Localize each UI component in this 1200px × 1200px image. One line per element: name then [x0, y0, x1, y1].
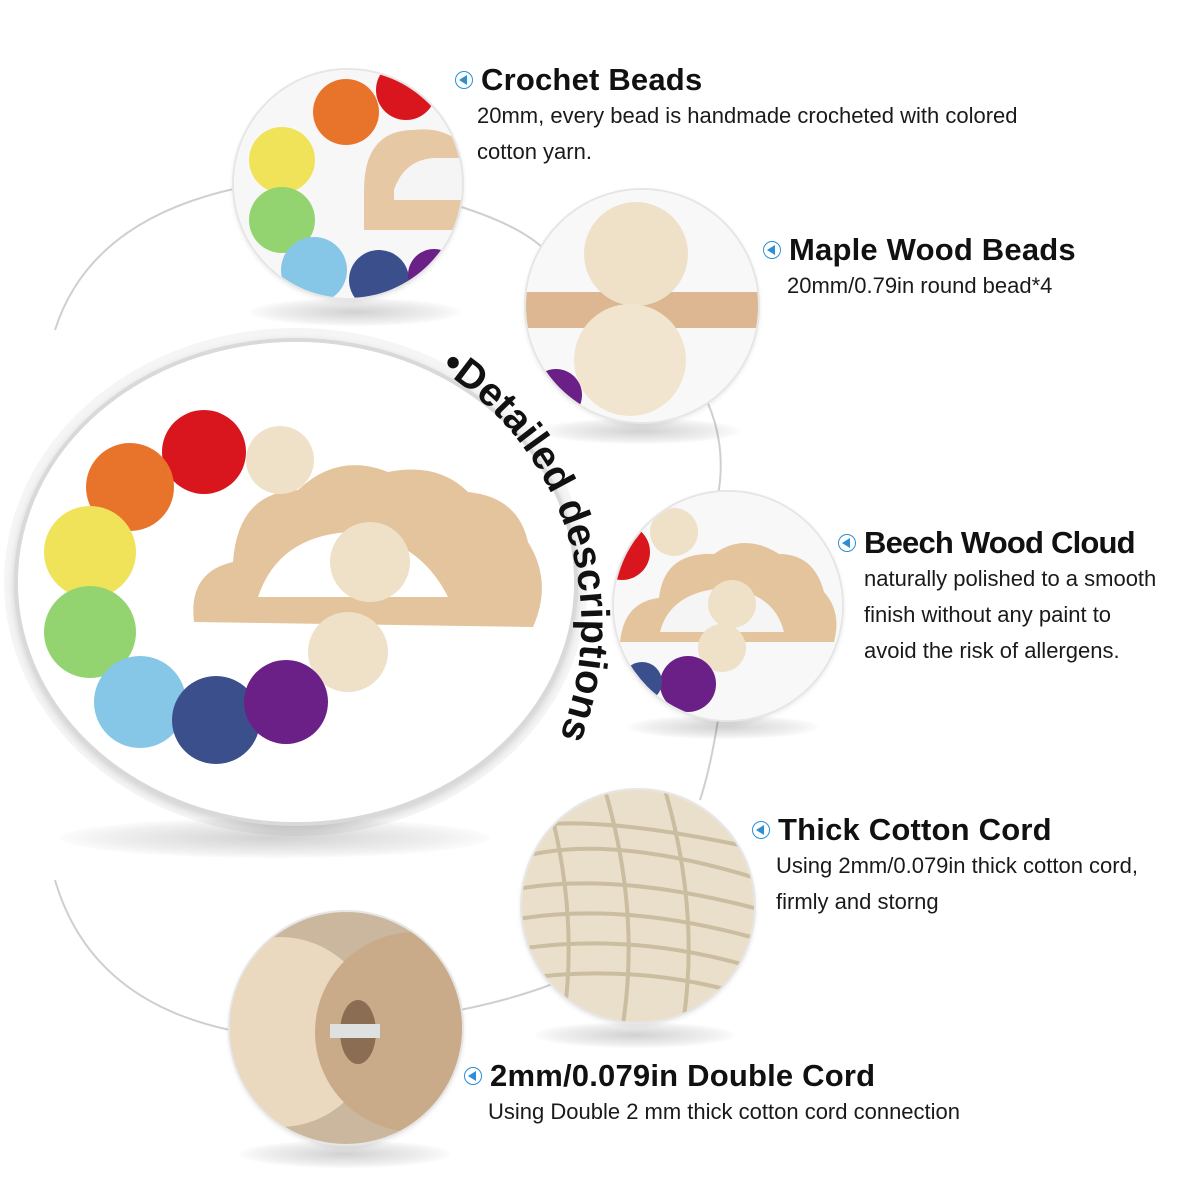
desc-line: Using 2mm/0.079in thick cotton cord,: [776, 853, 1138, 878]
feature-title: Maple Wood Beads: [763, 232, 1076, 268]
crochet-beads-photo: [232, 68, 464, 300]
feature-beech-wood-cloud: Beech Wood Cloud naturally polished to a…: [838, 525, 1156, 669]
feature-title: Thick Cotton Cord: [752, 812, 1138, 848]
feature-description: Using Double 2 mm thick cotton cord conn…: [488, 1094, 960, 1130]
feature-title: Beech Wood Cloud: [838, 525, 1156, 561]
feature-maple-wood-beads: Maple Wood Beads 20mm/0.79in round bead*…: [763, 232, 1076, 304]
feature-description: Using 2mm/0.079in thick cotton cord, fir…: [776, 848, 1138, 920]
feature-title-text: 2mm/0.079in Double Cord: [490, 1058, 876, 1093]
arrow-left-icon: [838, 534, 856, 552]
thick-cotton-cord-photo: [520, 788, 756, 1024]
feature-description: 20mm/0.79in round bead*4: [787, 268, 1076, 304]
feature-title-text: Beech Wood Cloud: [864, 525, 1136, 560]
shadow-crochet: [250, 298, 460, 326]
desc-line: Using Double 2 mm thick cotton cord conn…: [488, 1099, 961, 1124]
desc-line: 20mm/0.79in round bead*4: [787, 273, 1053, 298]
feature-crochet-beads: Crochet Beads 20mm, every bead is handma…: [455, 62, 1018, 170]
arrow-left-icon: [763, 241, 781, 259]
maple-wood-beads-photo: [524, 188, 760, 424]
feature-double-cord: 2mm/0.079in Double Cord Using Double 2 m…: [464, 1058, 960, 1130]
desc-line: firmly and storng: [776, 889, 939, 914]
feature-title-text: Maple Wood Beads: [789, 232, 1076, 267]
shadow-cord: [535, 1022, 735, 1048]
desc-line: 20mm, every bead is handmade crocheted w…: [477, 103, 1018, 128]
feature-thick-cotton-cord: Thick Cotton Cord Using 2mm/0.079in thic…: [752, 812, 1138, 920]
arrow-left-icon: [752, 821, 770, 839]
feature-title: Crochet Beads: [455, 62, 1018, 98]
feature-title-text: Crochet Beads: [481, 62, 703, 97]
desc-line: naturally polished to a smooth: [864, 566, 1157, 591]
feature-title: 2mm/0.079in Double Cord: [464, 1058, 960, 1094]
feature-description: naturally polished to a smooth finish wi…: [864, 561, 1156, 669]
desc-line: cotton yarn.: [477, 139, 592, 164]
desc-line: finish without any paint to: [864, 602, 1112, 627]
teether-main-photo: [14, 338, 578, 826]
beech-wood-cloud-photo: [612, 490, 844, 722]
arrow-left-icon: [455, 71, 473, 89]
double-cord-photo: [228, 910, 464, 1146]
arrow-left-icon: [464, 1067, 482, 1085]
feature-description: 20mm, every bead is handmade crocheted w…: [477, 98, 1018, 170]
feature-title-text: Thick Cotton Cord: [778, 812, 1052, 847]
desc-line: avoid the risk of allergens.: [864, 638, 1120, 663]
